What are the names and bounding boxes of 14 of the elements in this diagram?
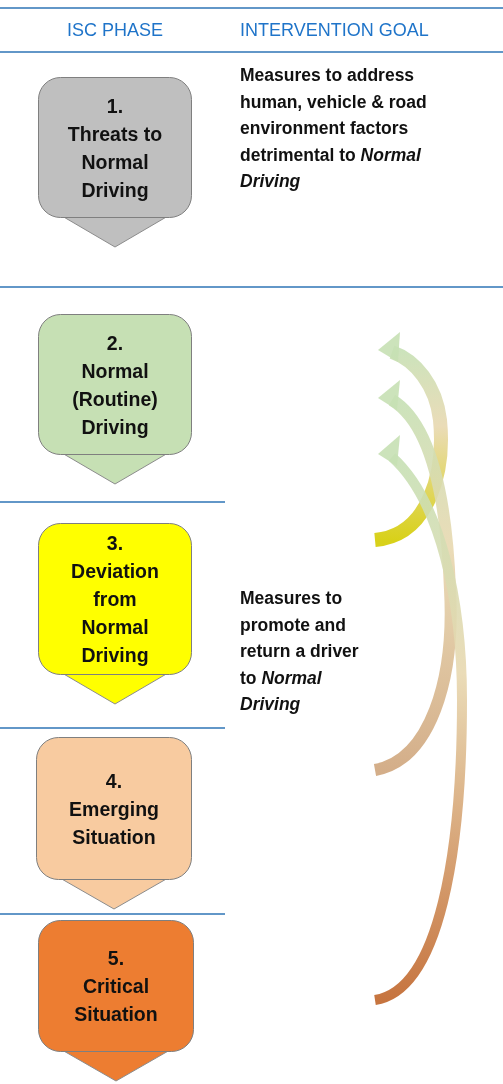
phase-number: 2.: [105, 330, 125, 356]
column-header: INTERVENTION GOAL: [240, 20, 429, 41]
intervention-goal-text: Measures to address human, vehicle & road environment factors detrimental to Normal Driving: [240, 64, 428, 193]
phase-label: Threats to Normal Driving: [66, 121, 164, 203]
phase-label: Deviation from Normal Driving: [70, 559, 160, 668]
phase-number: 1.: [105, 93, 125, 119]
column-header: ISC PHASE: [67, 20, 164, 41]
phase-number: 5.: [106, 946, 126, 971]
intervention-goal-text: Measures to promote and return a driver to Normal Driving: [240, 587, 360, 716]
phase-label: Normal (Routine) Driving: [71, 358, 159, 440]
phase-number: 4.: [104, 768, 124, 794]
phase-label: Emerging Situation: [68, 796, 160, 850]
phase-label: Critical Situation: [73, 974, 159, 1027]
phase-number: 3.: [105, 531, 125, 556]
